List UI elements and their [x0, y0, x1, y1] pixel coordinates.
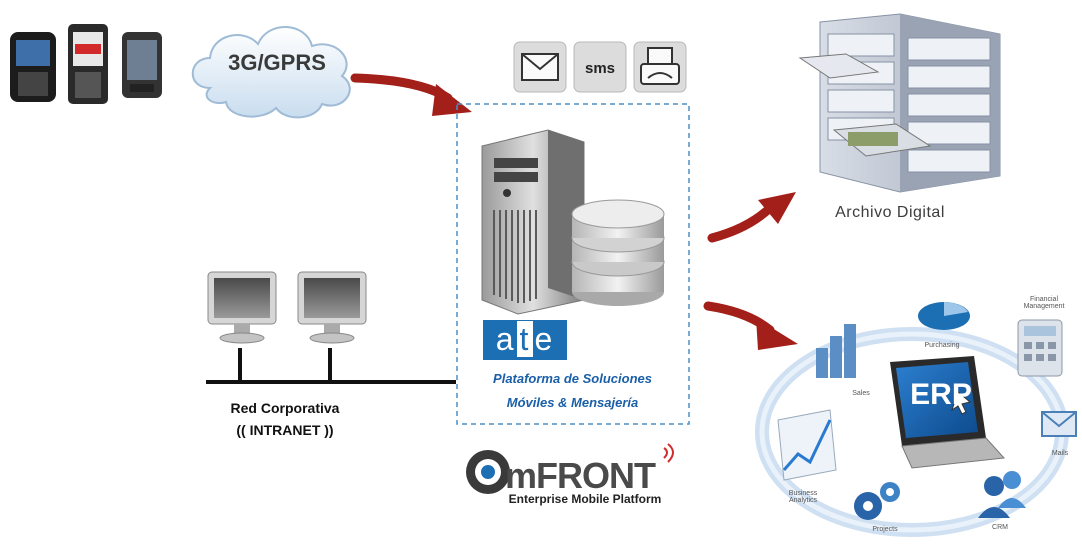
network-label-line1: Red Corporativa	[230, 400, 340, 416]
archive-cabinet-icon	[798, 13, 1001, 193]
network-label-line2: (( INTRANET ))	[236, 422, 334, 438]
fax-channel-icon	[633, 41, 687, 93]
erp-label: ERP	[910, 378, 972, 411]
desktop-computer-icon	[207, 271, 277, 344]
mfront-tagline: Enterprise Mobile Platform	[508, 492, 662, 506]
platform-boundary	[456, 103, 690, 425]
database-icon	[571, 199, 665, 306]
desktop-computer-icon	[297, 271, 367, 344]
erp-module-analytics: Business Analytics	[788, 490, 818, 504]
mail-channel-icon	[513, 41, 567, 93]
sms-label: sms	[584, 60, 616, 77]
erp-module-sales: Sales	[852, 390, 870, 397]
mobile-phones-icon	[10, 24, 162, 104]
server-icon	[481, 129, 585, 315]
platform-label-line2: Móviles & Mensajería	[506, 395, 639, 410]
sms-channel-icon	[573, 41, 627, 93]
mfront-logo-icon	[466, 443, 674, 494]
network-bus-line	[206, 348, 456, 384]
erp-module-crm: CRM	[992, 524, 1008, 531]
platform-label-line1: Plataforma de Soluciones	[493, 371, 652, 386]
erp-module-projects: Projects	[872, 526, 898, 533]
arrow-cloud-to-platform	[350, 73, 472, 116]
archive-label: Archivo Digital	[835, 204, 945, 221]
erp-ecosystem-icon	[755, 302, 1077, 537]
arrow-platform-to-erp	[703, 301, 798, 350]
cloud-icon	[191, 26, 351, 119]
cloud-label: 3G/GPRS	[228, 50, 326, 75]
arrow-platform-to-archive	[707, 192, 796, 243]
mfront-brand: mFRONT	[505, 455, 656, 496]
erp-module-purchasing: Purchasing	[924, 342, 960, 349]
erp-module-mails: Mails	[1051, 450, 1069, 457]
erp-module-financial: Financial Management	[1023, 296, 1065, 310]
